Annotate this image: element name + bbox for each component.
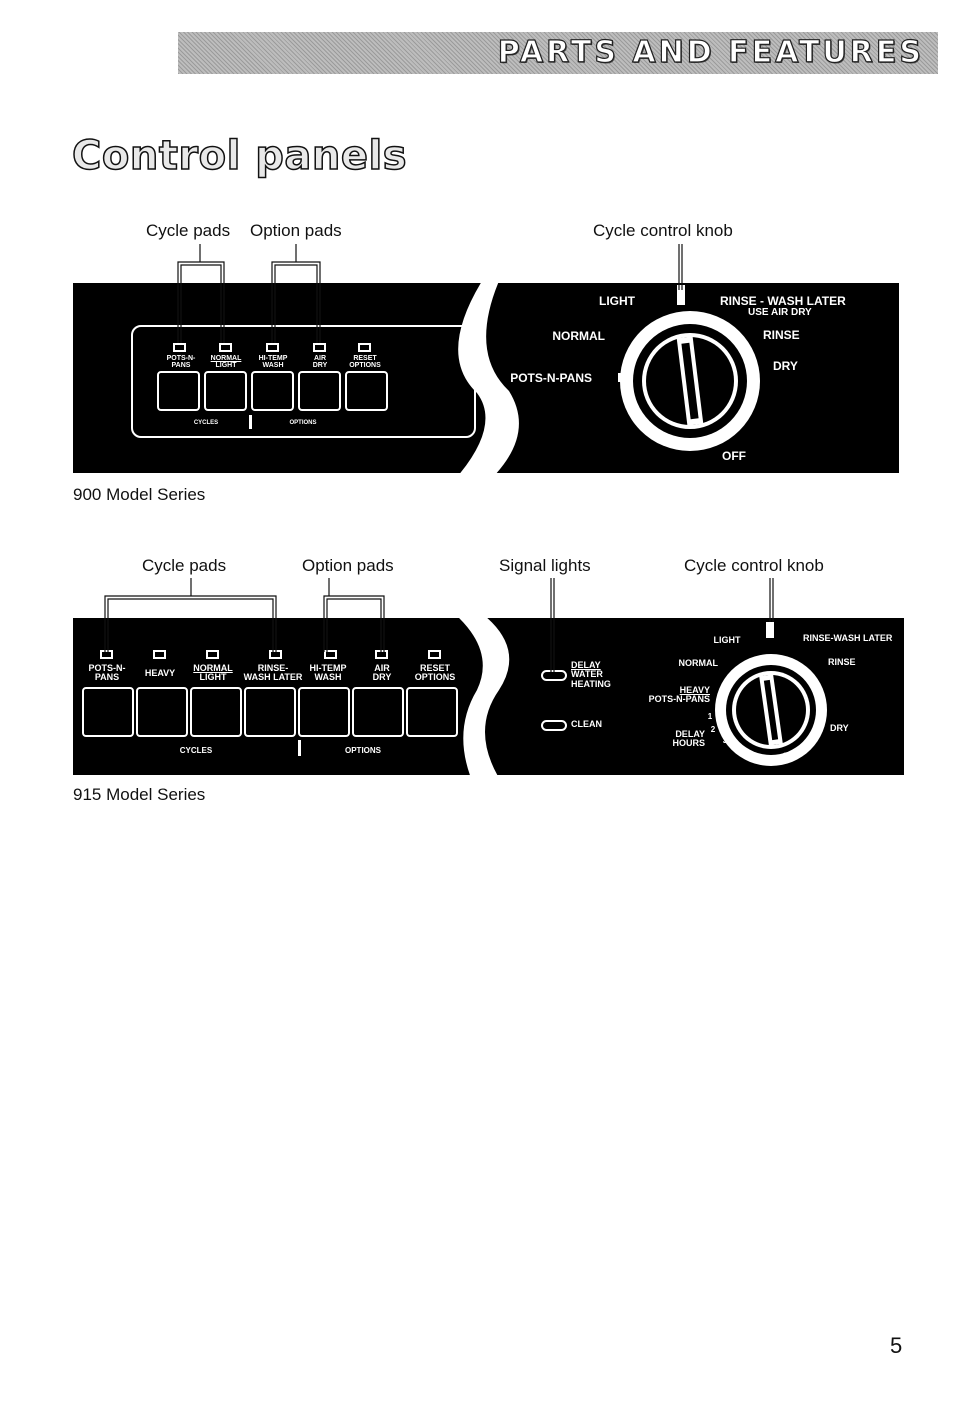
reset-options-button[interactable] bbox=[345, 371, 388, 411]
panel-divider-swoosh bbox=[458, 618, 510, 775]
knob-mark-4: 4 bbox=[735, 745, 741, 754]
page-title: Control panels bbox=[71, 132, 408, 180]
callout-knob-915: Cycle control knob bbox=[684, 556, 824, 575]
signal-light-clean bbox=[541, 720, 567, 731]
normal-light-button[interactable] bbox=[190, 687, 242, 737]
knob-label-dry: DRY bbox=[830, 723, 849, 733]
indicator-light bbox=[313, 343, 326, 352]
group-label-options: OPTIONS bbox=[289, 420, 317, 426]
pots-n-pans-button[interactable] bbox=[157, 371, 200, 411]
knob-label-rinse: RINSE bbox=[763, 328, 800, 342]
signal-label-clean: CLEAN bbox=[571, 719, 602, 729]
indicator-light bbox=[358, 343, 371, 352]
series-label-915: 915 Model Series bbox=[73, 785, 206, 804]
rinse-wash-later-button[interactable] bbox=[244, 687, 296, 737]
knob-pointer bbox=[759, 674, 783, 746]
knob-label-light: LIGHT bbox=[713, 635, 741, 645]
panel-900-graphics bbox=[458, 283, 760, 473]
knob-mark-3: 3 bbox=[722, 736, 728, 745]
knob-label-light: LIGHT bbox=[599, 294, 635, 308]
callout-cycle-pads-915: Cycle pads bbox=[142, 556, 227, 575]
callout-knob-900: Cycle control knob bbox=[593, 221, 733, 240]
heavy-button[interactable] bbox=[136, 687, 188, 737]
pad-label-pots-n-pans: POTS-N-PANS bbox=[166, 355, 196, 370]
knob-label-use-air-dry: USE AIR DRY bbox=[748, 307, 812, 318]
normal-light-button[interactable] bbox=[204, 371, 247, 411]
callout-signal-lights: Signal lights bbox=[499, 556, 591, 575]
group-label-cycles: CYCLES bbox=[193, 420, 219, 426]
knob-label-dry: DRY bbox=[773, 359, 798, 373]
knob-mark-1: 1 bbox=[707, 712, 713, 721]
indicator-light bbox=[266, 343, 279, 352]
pots-n-pans-button[interactable] bbox=[82, 687, 134, 737]
group-divider bbox=[298, 740, 301, 756]
knob-label-pots-n-pans: POTS-N-PANS bbox=[510, 371, 592, 385]
knob-label-rinse-wash-later: RINSE - WASH LATER bbox=[720, 294, 846, 308]
callout-option-pads-900: Option pads bbox=[250, 221, 342, 240]
panel-915-graphics bbox=[458, 618, 827, 775]
knob-label-off: OFF bbox=[722, 449, 746, 463]
group-divider bbox=[249, 415, 252, 429]
knob-label-rinse-wash-later: RINSE-WASH LATER bbox=[803, 633, 893, 643]
pad-label-pots-n-pans: POTS-N-PANS bbox=[88, 663, 126, 683]
section-header-bar: PARTS AND FEATURES bbox=[178, 32, 938, 74]
indicator-light bbox=[173, 343, 186, 352]
knob-label-off: OFF bbox=[782, 751, 800, 761]
pad-label-heavy: HEAVY bbox=[144, 668, 176, 678]
knob-pointer bbox=[676, 336, 704, 426]
callout-cycle-pads-900: Cycle pads bbox=[146, 221, 231, 240]
section-title: PARTS AND FEATURES bbox=[497, 34, 924, 70]
group-label-cycles: CYCLES bbox=[179, 746, 213, 755]
knob-label-normal: NORMAL bbox=[678, 658, 719, 668]
hi-temp-wash-button[interactable] bbox=[298, 687, 350, 737]
pad-label-rinse-wash-later: RINSE-WASH LATER bbox=[243, 663, 303, 683]
group-label-options: OPTIONS bbox=[344, 746, 382, 755]
air-dry-button[interactable] bbox=[298, 371, 341, 411]
knob-mark-2: 2 bbox=[710, 725, 716, 734]
knob-label-rinse: RINSE bbox=[828, 657, 856, 667]
knob-label-normal: NORMAL bbox=[552, 329, 605, 343]
indicator-light bbox=[428, 650, 441, 659]
page-number: 5 bbox=[890, 1333, 903, 1358]
hi-temp-wash-button[interactable] bbox=[251, 371, 294, 411]
callout-option-pads-915: Option pads bbox=[302, 556, 394, 575]
panel-divider-swoosh bbox=[458, 283, 519, 473]
series-label-900: 900 Model Series bbox=[73, 485, 206, 504]
reset-options-button[interactable] bbox=[406, 687, 458, 737]
signal-light-delay-water-heating bbox=[541, 670, 567, 681]
air-dry-button[interactable] bbox=[352, 687, 404, 737]
indicator-light bbox=[219, 343, 232, 352]
